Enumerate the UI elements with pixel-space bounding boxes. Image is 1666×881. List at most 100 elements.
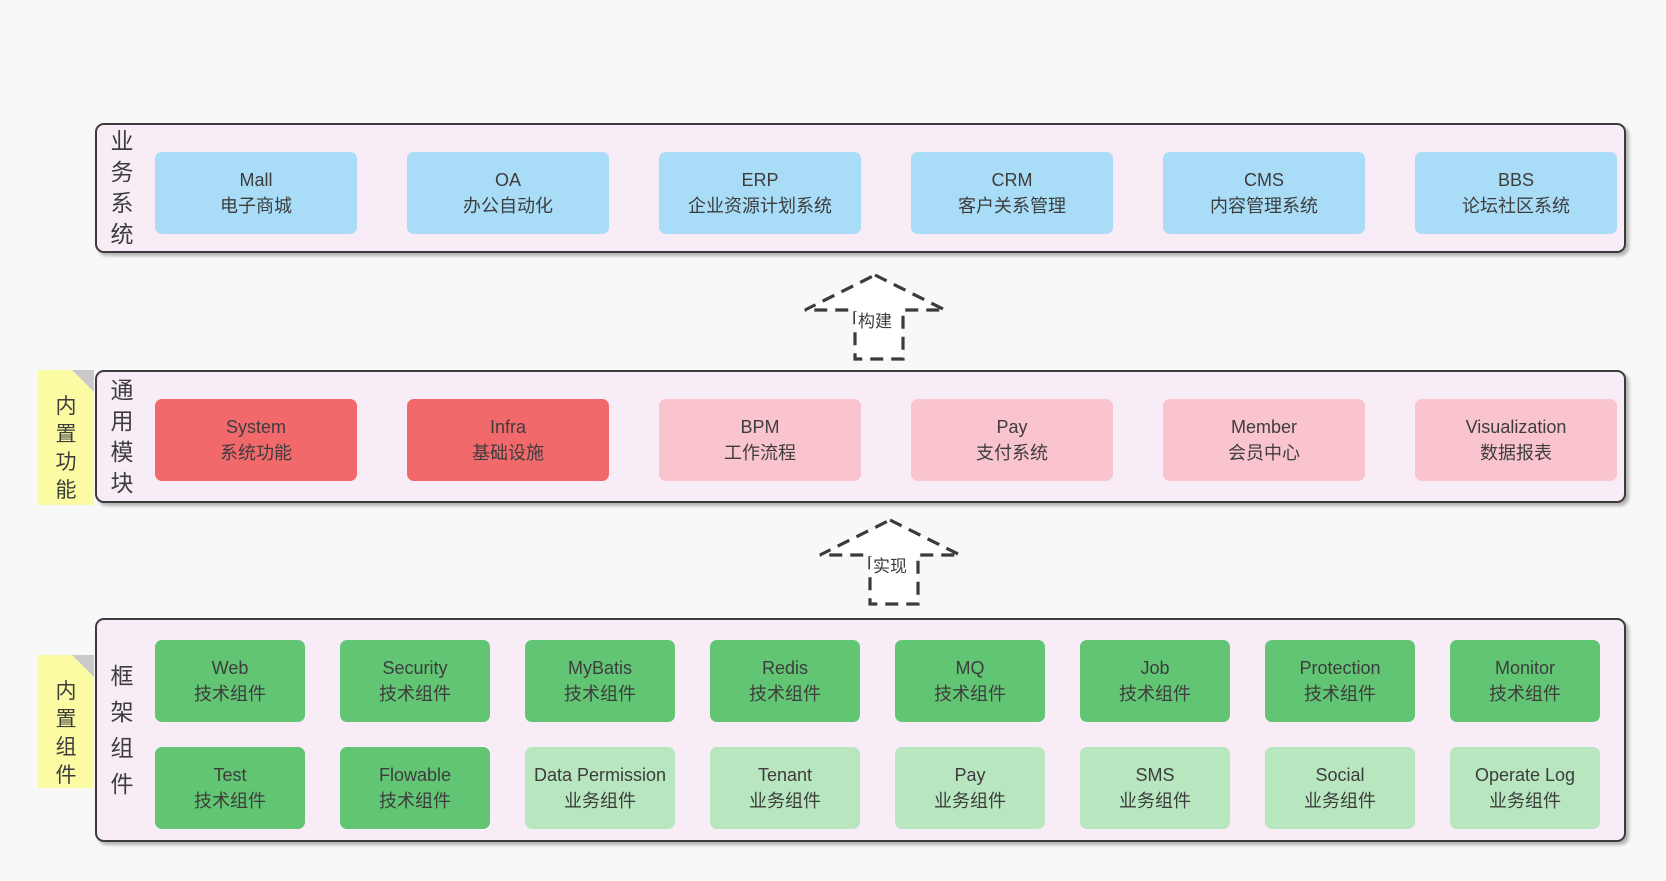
band-label: 框架组件 (110, 663, 134, 797)
band-common-modules: 通用模块 System 系统功能 Infra 基础设施 BPM 工作流程 Pay… (95, 370, 1626, 503)
box-subtitle: 业务组件 (1304, 791, 1376, 811)
box-protection: Protection 技术组件 (1265, 640, 1415, 722)
box-subtitle: 系统功能 (220, 443, 292, 463)
box-title: Security (382, 658, 448, 678)
box-title: Tenant (757, 765, 813, 785)
band-framework-components: 框架组件 Web 技术组件 Security 技术组件 MyBatis 技术组件… (95, 618, 1626, 842)
box-title: Flowable (378, 765, 452, 785)
box-subtitle: 内容管理系统 (1210, 196, 1318, 216)
box-title: Operate Log (1474, 765, 1576, 785)
box-bpm: BPM 工作流程 (659, 399, 861, 481)
box-subtitle: 业务组件 (564, 791, 636, 811)
box-crm: CRM 客户关系管理 (911, 152, 1113, 234)
box-title: Data Permission (533, 765, 667, 785)
box-subtitle: 办公自动化 (463, 196, 553, 216)
box-subtitle: 技术组件 (194, 791, 266, 811)
box-subtitle: 技术组件 (194, 684, 266, 704)
box-sms: SMS 业务组件 (1080, 747, 1230, 829)
box-title: Protection (1299, 658, 1381, 678)
box-subtitle: 技术组件 (1304, 684, 1376, 704)
box-title: Visualization (1465, 417, 1567, 437)
box-pay: Pay 支付系统 (911, 399, 1113, 481)
box-title: OA (494, 170, 521, 190)
box-title: CMS (1244, 170, 1284, 190)
box-title: Mall (239, 170, 273, 190)
box-monitor: Monitor 技术组件 (1450, 640, 1600, 722)
box-subtitle: 技术组件 (379, 684, 451, 704)
box-title: Member (1230, 417, 1297, 437)
box-operate-log: Operate Log 业务组件 (1450, 747, 1600, 829)
box-subtitle: 客户关系管理 (958, 196, 1066, 216)
box-redis: Redis 技术组件 (710, 640, 860, 722)
box-title: Job (1140, 658, 1170, 678)
box-subtitle: 业务组件 (749, 791, 821, 811)
box-bbs: BBS 论坛社区系统 (1415, 152, 1617, 234)
box-subtitle: 技术组件 (934, 684, 1006, 704)
band-label: 业务系统 (110, 128, 134, 247)
box-title: Social (1315, 765, 1365, 785)
box-subtitle: 电子商城 (220, 196, 292, 216)
box-visualization: Visualization 数据报表 (1415, 399, 1617, 481)
box-title: Test (213, 765, 247, 785)
box-cms: CMS 内容管理系统 (1163, 152, 1365, 234)
box-subtitle: 基础设施 (472, 443, 544, 463)
box-mybatis: MyBatis 技术组件 (525, 640, 675, 722)
box-flowable: Flowable 技术组件 (340, 747, 490, 829)
box-subtitle: 业务组件 (1119, 791, 1191, 811)
sticky-label: 内置功能 (55, 395, 77, 502)
box-test: Test 技术组件 (155, 747, 305, 829)
box-pay-biz: Pay 业务组件 (895, 747, 1045, 829)
build-arrow: 构建 (801, 271, 949, 363)
box-title: Infra (489, 417, 527, 437)
box-subtitle: 技术组件 (1119, 684, 1191, 704)
box-subtitle: 支付系统 (976, 443, 1048, 463)
box-subtitle: 论坛社区系统 (1462, 196, 1570, 216)
box-title: SMS (1135, 765, 1175, 785)
box-title: Redis (761, 658, 809, 678)
box-title: MyBatis (567, 658, 632, 678)
box-data-permission: Data Permission 业务组件 (525, 747, 675, 829)
box-subtitle: 工作流程 (724, 443, 796, 463)
box-title: Pay (954, 765, 986, 785)
box-member: Member 会员中心 (1163, 399, 1365, 481)
box-title: System (225, 417, 286, 437)
band-business-systems: 业务系统 Mall 电子商城 OA 办公自动化 ERP 企业资源计划系统 CRM… (95, 123, 1626, 253)
box-title: Web (211, 658, 249, 678)
box-title: BPM (740, 417, 780, 437)
box-subtitle: 技术组件 (564, 684, 636, 704)
arrow-label: 实现 (870, 557, 910, 576)
box-subtitle: 会员中心 (1228, 443, 1300, 463)
box-tenant: Tenant 业务组件 (710, 747, 860, 829)
box-title: Pay (996, 417, 1028, 437)
box-oa: OA 办公自动化 (407, 152, 609, 234)
box-web: Web 技术组件 (155, 640, 305, 722)
implement-arrow: 实现 (816, 516, 964, 608)
sticky-built-in-components: 内置组件 (38, 655, 94, 788)
sticky-built-in-features: 内置功能 (38, 370, 94, 505)
band-label: 通用模块 (110, 376, 134, 496)
box-subtitle: 业务组件 (1489, 791, 1561, 811)
sticky-sheet (38, 655, 94, 788)
box-security: Security 技术组件 (340, 640, 490, 722)
box-mq: MQ 技术组件 (895, 640, 1045, 722)
box-subtitle: 数据报表 (1480, 443, 1552, 463)
arrow-label: 构建 (855, 312, 895, 331)
box-subtitle: 技术组件 (749, 684, 821, 704)
box-title: Monitor (1494, 658, 1556, 678)
box-title: CRM (991, 170, 1033, 190)
box-subtitle: 技术组件 (1489, 684, 1561, 704)
box-title: BBS (1497, 170, 1535, 190)
box-subtitle: 企业资源计划系统 (688, 196, 832, 216)
box-infra: Infra 基础设施 (407, 399, 609, 481)
box-job: Job 技术组件 (1080, 640, 1230, 722)
box-title: MQ (955, 658, 985, 678)
box-title: ERP (741, 170, 779, 190)
box-system: System 系统功能 (155, 399, 357, 481)
box-erp: ERP 企业资源计划系统 (659, 152, 861, 234)
sticky-label: 内置组件 (55, 680, 77, 787)
box-mall: Mall 电子商城 (155, 152, 357, 234)
box-subtitle: 业务组件 (934, 791, 1006, 811)
box-social: Social 业务组件 (1265, 747, 1415, 829)
box-subtitle: 技术组件 (379, 791, 451, 811)
